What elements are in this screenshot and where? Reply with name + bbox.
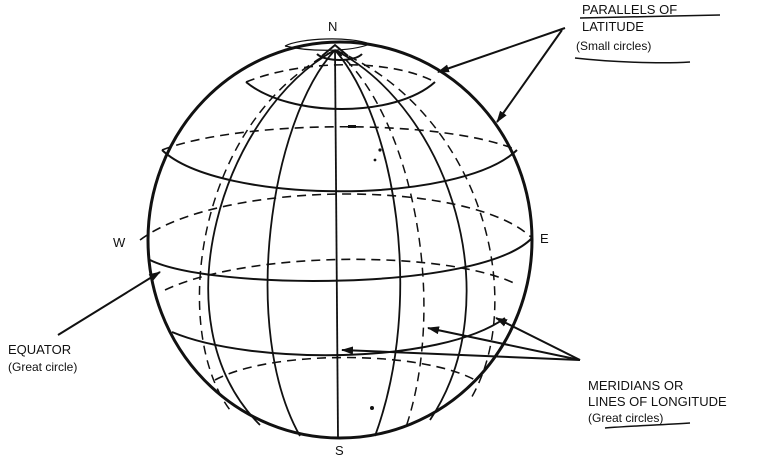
globe-specks xyxy=(348,125,382,410)
equator-arrow xyxy=(58,272,160,335)
parallel-high-hidden xyxy=(246,65,435,82)
parallel-low-latitude xyxy=(172,318,505,355)
parallels-arrow-2 xyxy=(497,30,562,122)
meridian-hidden-east xyxy=(335,50,495,400)
meridian-hidden-mid xyxy=(335,50,424,430)
parallels-label-line2: LATITUDE xyxy=(582,19,644,34)
parallel-mid-hidden xyxy=(162,127,517,150)
meridian-east-2 xyxy=(335,50,467,420)
equator-label-line1: EQUATOR xyxy=(8,342,71,357)
meridians-label-line3: (Great circles) xyxy=(588,411,663,425)
north-pole-mark xyxy=(285,39,370,50)
speck-4 xyxy=(370,406,374,410)
globe-outline xyxy=(148,42,532,438)
meridian-west-2 xyxy=(208,50,335,425)
underlines-group xyxy=(575,15,720,428)
speck-2 xyxy=(378,148,381,151)
parallel-equator xyxy=(150,238,532,281)
north-label: N xyxy=(328,19,337,34)
east-label: E xyxy=(540,231,549,246)
parallels-underline-2 xyxy=(575,58,690,63)
meridians-label-line1: MERIDIANS OR xyxy=(588,378,683,393)
south-label: S xyxy=(335,443,344,458)
parallels-label-line3: (Small circles) xyxy=(576,39,651,53)
equator-label-line2: (Great circle) xyxy=(8,360,77,374)
west-label: W xyxy=(113,235,126,250)
speck-1 xyxy=(348,125,356,128)
parallels-arrow-1 xyxy=(438,28,565,72)
speck-3 xyxy=(374,159,377,162)
parallel-south-hidden xyxy=(215,358,475,381)
meridians-arrow-3 xyxy=(496,318,580,360)
parallels-label-line1: PARALLELS OF xyxy=(582,2,677,17)
parallel-mid-latitude xyxy=(162,150,517,191)
meridians-hidden-group xyxy=(199,50,494,430)
meridians-label-line2: LINES OF LONGITUDE xyxy=(588,394,727,409)
